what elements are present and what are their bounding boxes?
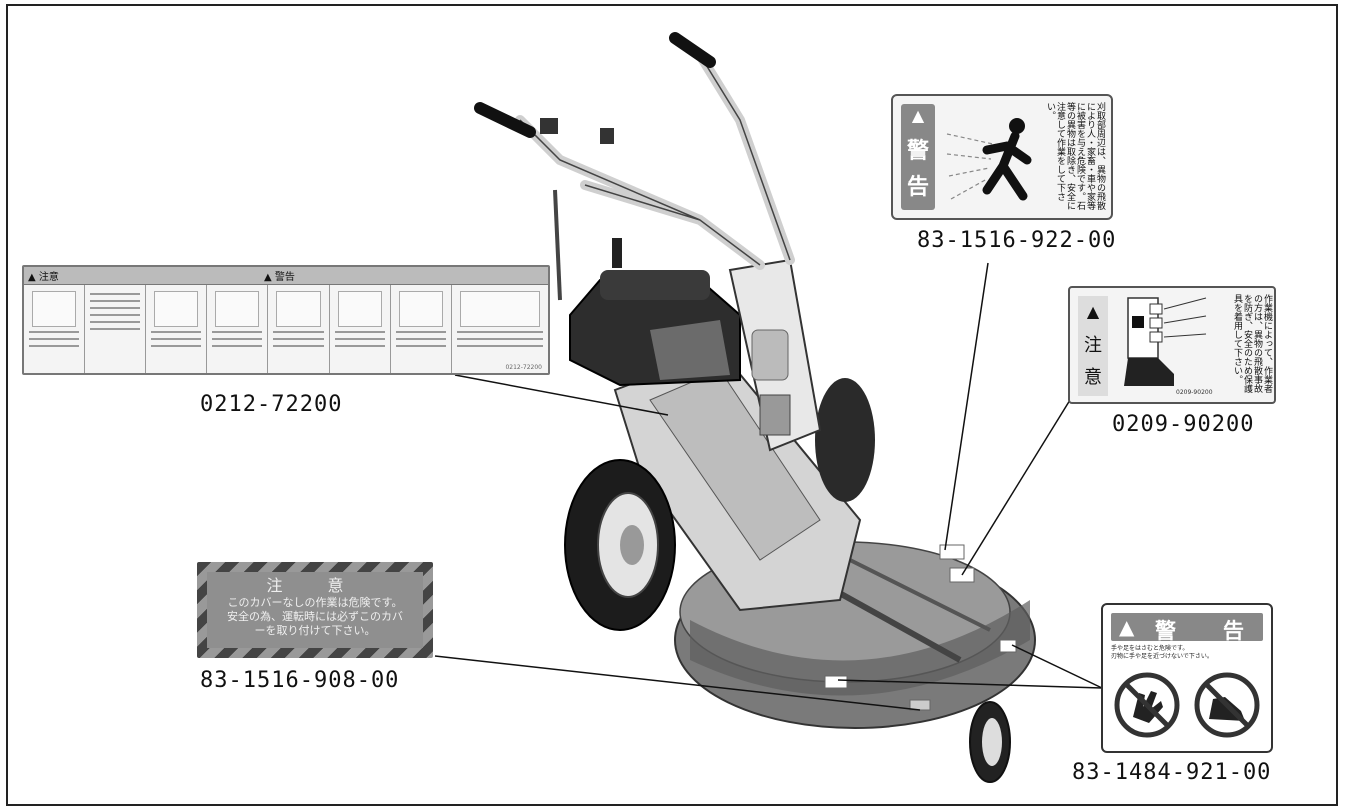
person-debris-icon: [398, 291, 443, 327]
caution-line: 安全の為、運転時には必ずこのカバ: [227, 610, 403, 623]
decal-code: 0212-72200: [505, 364, 542, 371]
caution-triangle-icon: ▲: [1086, 302, 1100, 321]
pictogram-cell: [330, 285, 391, 373]
warning-triangle-icon: ▲: [911, 106, 925, 125]
leader-line-0209-90200: [961, 399, 1071, 576]
warning-char: 警: [906, 139, 929, 164]
pictogram-cell: [452, 285, 548, 373]
slope-icon: [154, 291, 199, 327]
decal-83-1484-921-00: ▲ 警 告 手や足をはさむと危険です。 刃物に手や足を近づけないで下さい。: [1101, 603, 1273, 753]
flying-debris-icon: [946, 118, 1032, 201]
leader-line-83-1516-908-00: [434, 655, 921, 711]
book-icon: [32, 291, 77, 327]
leader-line-0212-72200: [454, 374, 669, 416]
hand-prohibited-icon: [1114, 672, 1180, 738]
boot-protection-icon: 0209-90200: [1124, 297, 1213, 396]
part-number-83-1516-922-00: 83-1516-922-00: [917, 228, 1117, 253]
warning-char: 警: [1155, 619, 1176, 643]
warning-triangle-icon: ▲: [1119, 615, 1135, 639]
warning-tag: ▲ 警 告: [901, 104, 935, 210]
caution-panel: 注 意 このカバーなしの作業は危険です。 安全の為、運転時には必ずこのカバ ーを…: [207, 572, 423, 648]
caution-line: このカバーなしの作業は危険です。: [227, 596, 403, 609]
leader-line-83-1516-922-00: [944, 262, 989, 551]
part-number-0209-90200: 0209-90200: [1112, 412, 1255, 437]
warning-banner: ▲ 警 告: [1111, 613, 1263, 643]
part-number-83-1516-908-00: 83-1516-908-00: [200, 668, 400, 693]
pictogram-cell: [391, 285, 452, 373]
pictogram-cell: [24, 285, 86, 373]
pictogram-row: [24, 285, 548, 373]
pictogram-cell: [207, 285, 269, 373]
blade-icon: [459, 291, 540, 327]
incline-icon: [276, 291, 321, 327]
part-number-0212-72200: 0212-72200: [200, 392, 343, 417]
caution-char: 意: [1084, 367, 1102, 388]
warning-text: 刈取部周辺は、異物の飛散により人・家畜・車や家等に被害を与え危険です。石等の異物…: [1045, 102, 1105, 210]
tipping-icon: [215, 291, 260, 327]
pictogram-cell: [146, 285, 208, 373]
decal-83-1516-922-00: ▲ 警 告 刈取部周辺は、異物の飛散により人・家畜・車や家等に被害を与え危険です…: [891, 94, 1113, 220]
decal-83-1516-908-00: 注 意 このカバーなしの作業は危険です。 安全の為、運転時には必ずこのカバ ーを…: [197, 562, 433, 658]
warning-subtext-line: 刃物に手や足を近づけないで下さい。: [1111, 653, 1213, 660]
pictogram-cell: [268, 285, 330, 373]
pictogram-cell: [85, 285, 147, 373]
page-frame: [6, 4, 1338, 806]
foot-prohibited-icon: [1194, 672, 1260, 738]
warning-char: 告: [906, 175, 929, 200]
caution-char: 注: [1084, 335, 1102, 356]
leader-line-83-1484-921-00-b: [837, 679, 1103, 689]
decal-0209-90200: ▲ 注 意 0209-90200 作業機によって、作業者の方は、異物の飛散事故を…: [1068, 286, 1276, 404]
decal-code: 0209-90200: [1176, 389, 1213, 396]
decal-0212-72200: ▲ 注意 ▲ 警告 0212-72200: [22, 265, 550, 375]
hand-foot-prohibition-icons: [1114, 672, 1260, 738]
caution-header: ▲ 注意: [28, 272, 59, 283]
caution-tag: ▲ 注 意: [1078, 296, 1108, 396]
goggles-icon: [337, 291, 382, 327]
leader-lines: [434, 262, 1103, 711]
warning-char: 告: [1223, 619, 1244, 643]
leader-line-83-1484-921-00-a: [1011, 644, 1103, 689]
warning-header: ▲ 警告: [264, 272, 295, 283]
caution-line: ーを取り付けて下さい。: [254, 624, 376, 637]
part-number-83-1484-921-00: 83-1484-921-00: [1072, 760, 1272, 785]
caution-text: 作業機によって、作業者の方は、異物の飛散事故を防ぎ、安全のため保護具を着用して下…: [1232, 294, 1272, 393]
warning-subtext-line: 手や足をはさむと危険です。: [1111, 645, 1189, 652]
warning-subtext: 手や足をはさむと危険です。 刃物に手や足を近づけないで下さい。: [1111, 645, 1263, 661]
caution-title: 注 意: [266, 576, 364, 595]
decal-header: ▲ 注意 ▲ 警告: [24, 267, 548, 285]
